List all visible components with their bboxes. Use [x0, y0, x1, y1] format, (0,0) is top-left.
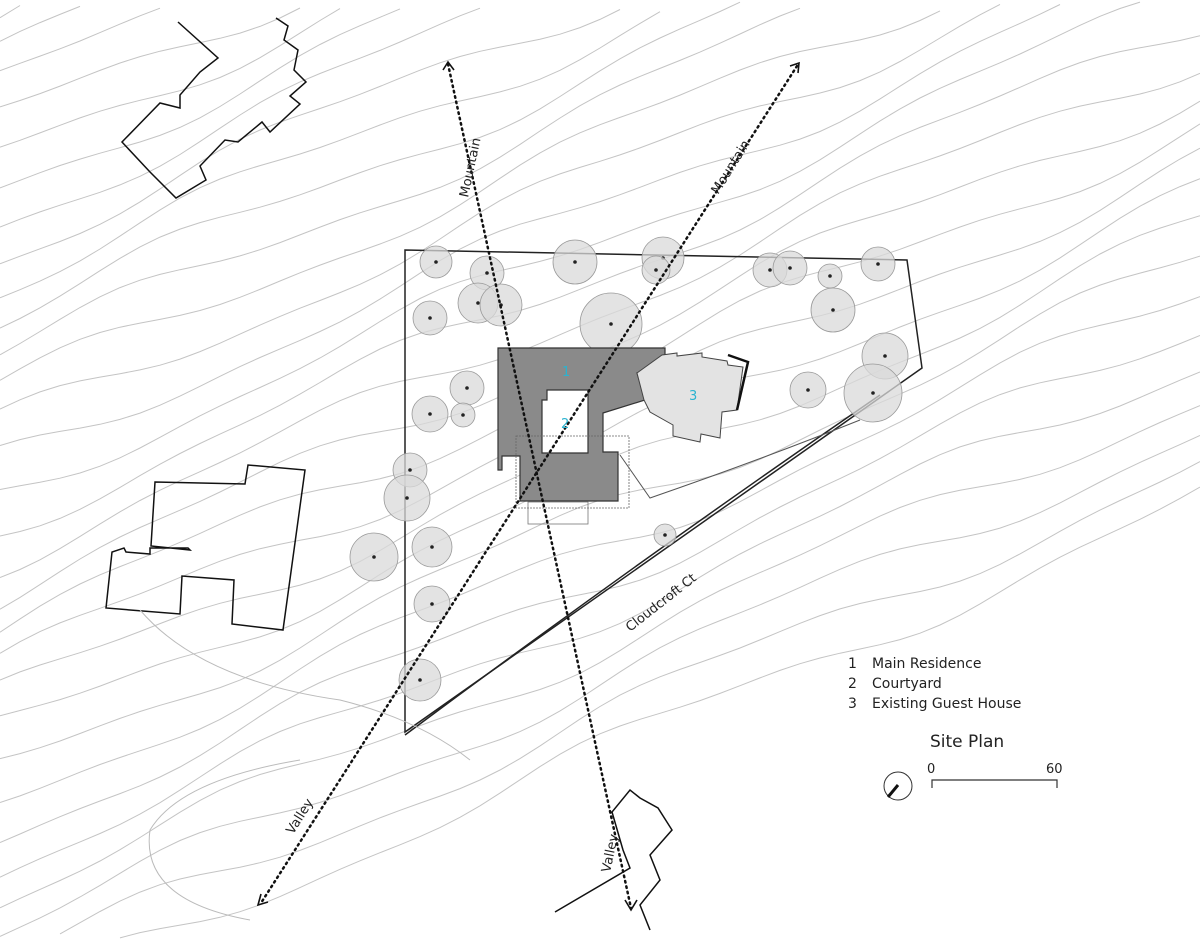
north-arrow-needle — [886, 784, 900, 798]
tree-trunk-dot — [405, 496, 409, 500]
tree-trunk-dot — [430, 545, 434, 549]
driveway — [619, 419, 861, 499]
contour-line — [59, 461, 1200, 935]
neighbor-house-south — [554, 788, 673, 931]
tree-trunk-dot — [434, 260, 438, 264]
legend: 1 Main Residence 2 Courtyard 3 Existing Gue… — [848, 654, 1021, 714]
tree-trunk-dot — [609, 322, 613, 326]
tree-trunk-dot — [768, 268, 772, 272]
contour-line — [0, 335, 1200, 844]
tree-trunk-dot — [876, 262, 880, 266]
north-arrow-icon — [883, 771, 913, 801]
tree-trunk-dot — [788, 266, 792, 270]
contour-line — [0, 5, 21, 19]
contour-line — [0, 405, 1200, 909]
arrow-valley-2-icon — [624, 899, 638, 912]
tree-trunk-dot — [663, 533, 667, 537]
label-valley-1: Valley — [284, 796, 317, 837]
label-mountain-1: Mountain — [457, 136, 484, 198]
tree-trunk-dot — [418, 678, 422, 682]
tree-trunk-dot — [465, 386, 469, 390]
scale-end-label: 60 — [1046, 762, 1063, 777]
contour-line — [0, 3, 1001, 410]
label-mountain-2: Mountain — [709, 138, 754, 197]
tree-trunk-dot — [871, 391, 875, 395]
arrow-mountain-1-icon — [442, 60, 455, 71]
tree-trunk-dot — [428, 316, 432, 320]
contour-line — [0, 296, 1200, 803]
tree-trunk-dot — [573, 260, 577, 264]
contour-line — [0, 7, 161, 72]
road-cloudcroft-ct — [404, 394, 881, 736]
legend-number: 2 — [848, 676, 857, 692]
neighbor-house-north — [120, 17, 308, 199]
contour-line — [0, 1, 741, 329]
arrow-mountain-2-icon — [789, 61, 800, 74]
scale-bar — [931, 779, 1058, 788]
contour-line — [0, 8, 341, 148]
courtyard — [541, 389, 589, 454]
contour-line — [0, 7, 301, 108]
trees — [349, 236, 909, 702]
view-line-mountain-valley-2 — [259, 64, 799, 905]
contour-line — [0, 11, 661, 299]
tree-trunk-dot — [806, 388, 810, 392]
legend-item: 2 Courtyard — [848, 674, 1021, 694]
parcel-line-south — [148, 759, 301, 921]
plan-title: Site Plan — [930, 732, 1005, 752]
legend-number: 1 — [848, 656, 857, 672]
tree-trunk-dot — [476, 301, 480, 305]
scale-start-label: 0 — [927, 762, 936, 777]
legend-item: 1 Main Residence — [848, 654, 1021, 674]
tree-trunk-dot — [461, 413, 465, 417]
terrace-outline — [515, 435, 630, 509]
view-line-mountain-valley-1 — [446, 62, 633, 910]
tree-trunk-dot — [883, 354, 887, 358]
label-building-2: 2 — [561, 417, 569, 432]
tree-trunk-dot — [372, 555, 376, 559]
parcel-line — [139, 609, 471, 761]
contour-line — [0, 10, 941, 381]
tree-trunk-dot — [828, 274, 832, 278]
guest-house-wall — [727, 353, 750, 411]
legend-item: 3 Existing Guest House — [848, 694, 1021, 714]
label-road: Cloudcroft Ct — [623, 571, 699, 635]
legend-number: 3 — [848, 696, 857, 712]
contour-line — [0, 35, 1200, 537]
label-building-1: 1 — [562, 365, 570, 380]
contour-line — [0, 434, 1200, 937]
legend-label: Courtyard — [872, 676, 942, 692]
legend-label: Existing Guest House — [872, 696, 1022, 712]
arrow-valley-1-icon — [256, 893, 269, 907]
tree-trunk-dot — [430, 602, 434, 606]
tree-trunk-dot — [654, 268, 658, 272]
legend-label: Main Residence — [872, 656, 982, 672]
entry-step — [527, 501, 589, 525]
tree-trunk-dot — [428, 412, 432, 416]
tree-trunk-dot — [485, 271, 489, 275]
contour-line — [0, 5, 81, 42]
contour-line — [119, 486, 1200, 939]
contour-line — [0, 7, 801, 356]
tree-trunk-dot — [408, 468, 412, 472]
property-boundary — [404, 249, 923, 734]
contour-line — [0, 9, 621, 265]
contour-line — [0, 4, 1061, 446]
contour-line — [0, 8, 401, 189]
tree-trunk-dot — [831, 308, 835, 312]
contour-line — [0, 7, 481, 228]
label-building-3: 3 — [689, 389, 697, 404]
contour-line — [0, 371, 1200, 878]
neighbor-house-west — [105, 464, 306, 631]
